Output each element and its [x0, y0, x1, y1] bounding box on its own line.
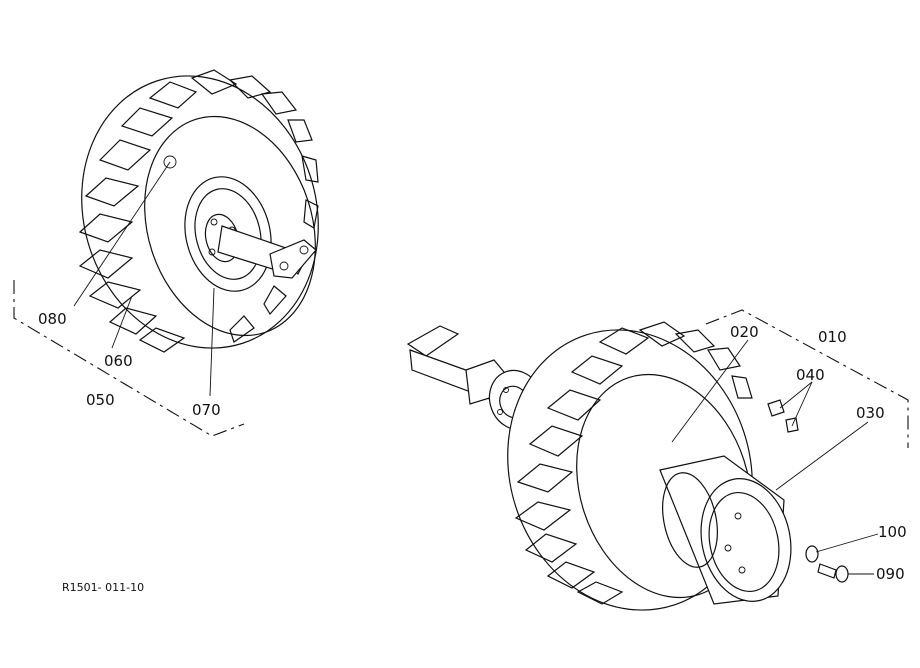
- drawing-reference-caption: R1501- 011-10: [62, 581, 144, 594]
- left-wheel-assembly: 080 060 050 070: [13, 69, 319, 437]
- right-wheel-assembly: 020 010 040 030 100 090: [507, 309, 909, 611]
- left-assembly-bracket: [13, 280, 245, 437]
- part-label-080: 080: [38, 310, 67, 328]
- washer: [805, 545, 819, 563]
- part-label-040: 040: [796, 366, 825, 384]
- valve-parts: [767, 399, 799, 433]
- leader-080: [73, 161, 171, 307]
- right-wheel-rim: [659, 455, 792, 605]
- bolt: [817, 563, 837, 579]
- leader-060: [111, 295, 133, 349]
- left-axle-shaft: [217, 225, 317, 279]
- part-label-100: 100: [878, 523, 907, 541]
- bolt-and-washer: [805, 545, 849, 583]
- leader-030: [775, 421, 869, 491]
- part-label-090: 090: [876, 565, 905, 583]
- part-label-020: 020: [730, 323, 759, 341]
- leader-070: [209, 287, 215, 397]
- right-assembly-bracket: [705, 309, 909, 448]
- leader-040a: [779, 381, 813, 409]
- part-label-030: 030: [856, 404, 885, 422]
- leader-020: [671, 339, 749, 443]
- leader-100: [815, 533, 879, 553]
- part-label-060: 060: [104, 352, 133, 370]
- part-label-050: 050: [86, 391, 115, 409]
- part-label-010: 010: [818, 328, 847, 346]
- left-valve-stem: [163, 155, 177, 169]
- part-label-070: 070: [192, 401, 221, 419]
- leader-040b: [791, 381, 813, 427]
